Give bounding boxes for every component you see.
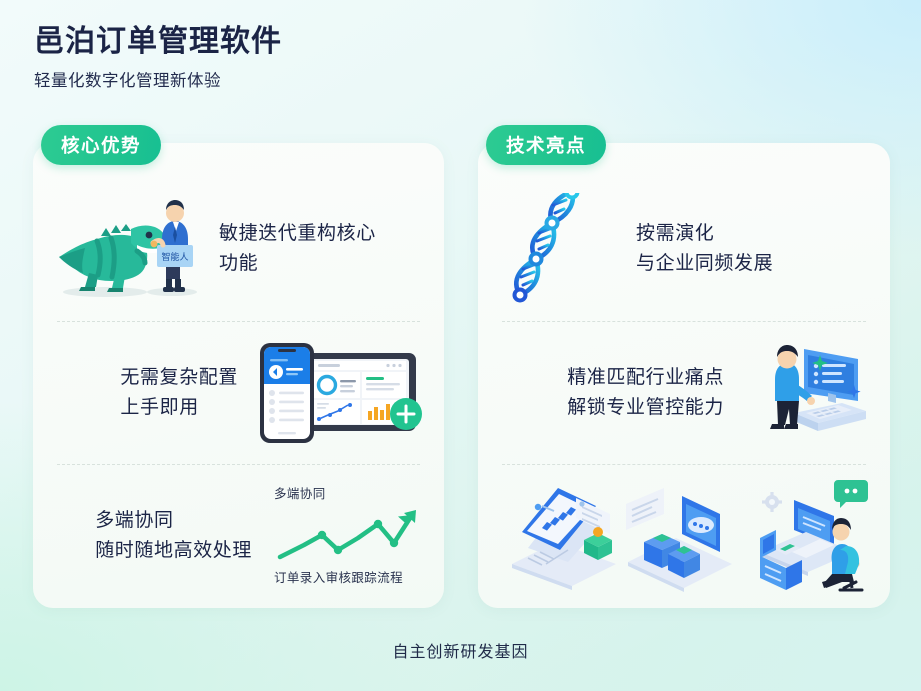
phone-dashboard-illustration [252, 339, 424, 447]
chart-svg [277, 510, 416, 560]
footer-tagline: 自主创新研发基因 [392, 644, 529, 661]
feature-text-multi-terminal: 多端协同 随时随地高效处理 [95, 510, 252, 562]
feature-text-agile-iteration: 敏捷迭代重构核心 功能 [219, 222, 376, 274]
card-core-advantages: 核心优势 [33, 125, 444, 608]
page-title: 邑泊订单管理软件 [34, 25, 282, 58]
card-right-rows: 按需演化 与企业同频发展 [478, 177, 890, 608]
sign-label: 智能人 [161, 251, 188, 262]
three-isometric-workstations-illustration [498, 476, 870, 596]
dna-helix-icon [498, 192, 606, 305]
feature-row-precise-match: 精准匹配行业痛点 解锁专业管控能力 [478, 320, 890, 465]
feature-text-precise-match: 精准匹配行业痛点 解锁专业管控能力 [567, 366, 724, 418]
person-at-desktop-illustration [742, 337, 870, 449]
chart-caption-top: 多端协同 [274, 487, 326, 502]
feature-row-workstations [478, 464, 890, 608]
feature-row-no-config: 无需复杂配置 上手即用 [33, 320, 444, 465]
chart-caption-bottom: 订单录入审核跟踪流程 [274, 571, 404, 586]
header: 邑泊订单管理软件 轻量化数字化管理新体验 [34, 22, 654, 94]
badge-tech-highlights: 技术亮点 [486, 125, 607, 165]
badge-core-advantages: 核心优势 [41, 125, 162, 165]
feature-row-on-demand-evolution: 按需演化 与企业同频发展 [478, 177, 890, 321]
feature-text-no-config: 无需复杂配置 上手即用 [120, 366, 238, 418]
feature-text-on-demand-evolution: 按需演化 与企业同频发展 [636, 222, 774, 274]
growth-line-chart: 多端协同 订单录入审核跟踪流程 [274, 485, 424, 587]
card-left-rows: 智能人 敏捷迭代重构核心 功能 [33, 177, 444, 608]
feature-row-multi-terminal: 多端协同 订单录入审核跟踪流程 多端协同 随时随地高效处理 [33, 464, 444, 608]
card-tech-highlights: 技术亮点 [478, 125, 890, 608]
dinosaur-and-person-illustration: 智能人 [53, 195, 203, 303]
feature-row-agile-iteration: 智能人 敏捷迭代重构核心 功能 [33, 177, 444, 321]
page-subtitle: 轻量化数字化管理新体验 [34, 72, 221, 90]
